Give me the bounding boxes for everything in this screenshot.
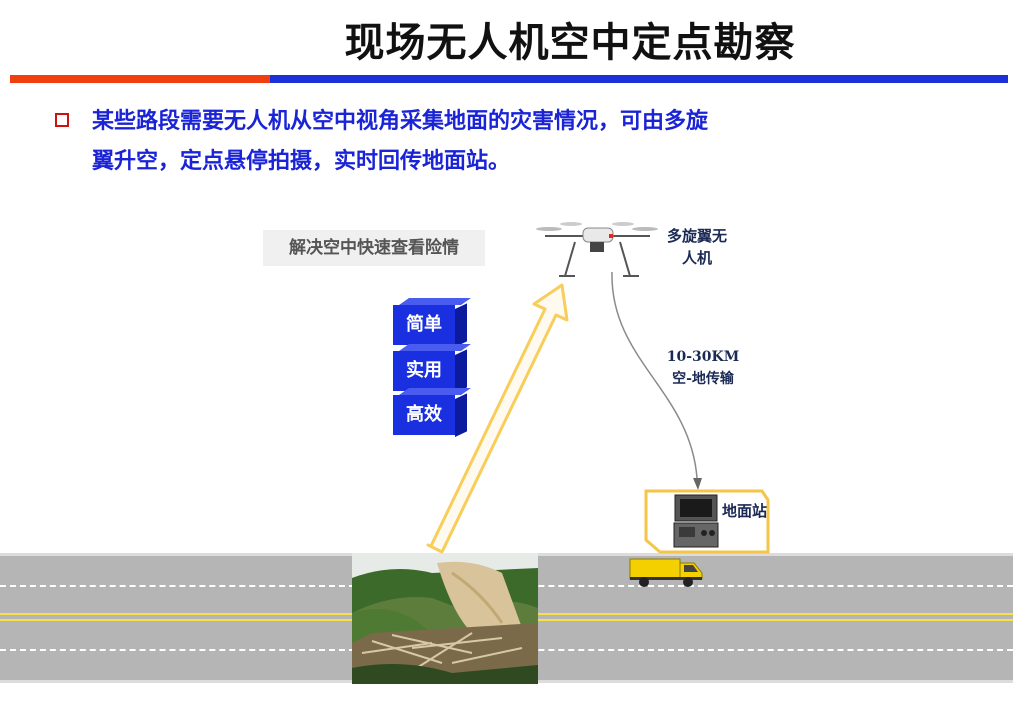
block-efficient: 高效 — [393, 395, 455, 435]
block-practical: 实用 — [393, 351, 455, 391]
drone-label: 多旋翼无 人机 — [657, 225, 737, 269]
bullet-text: 某些路段需要无人机从空中视角采集地面的灾害情况，可由多旋 翼升空，定点悬停拍摄，… — [92, 102, 842, 182]
bullet-checkbox-icon — [55, 113, 69, 127]
ground-station-label: 地面站 — [722, 502, 768, 520]
truck-icon — [629, 558, 703, 587]
drone-icon — [536, 222, 658, 277]
drone-label-line1: 多旋翼无 — [666, 227, 727, 245]
link-type: 空-地传输 — [672, 371, 734, 387]
link-curve — [611, 271, 698, 479]
upward-arrow — [426, 283, 569, 554]
station-frame — [644, 489, 770, 554]
title-underline-blue — [270, 75, 1008, 83]
link-label: 10-30KM 空-地传输 — [648, 346, 758, 390]
solution-tag: 解决空中快速查看险情 — [263, 230, 485, 266]
landslide-photo — [352, 553, 538, 684]
ground-station-icon — [673, 494, 719, 548]
link-arrowhead — [693, 478, 702, 490]
bullet-line-2: 翼升空，定点悬停拍摄，实时回传地面站。 — [92, 149, 511, 174]
link-distance: 10-30KM — [666, 349, 740, 365]
title-underline-red — [10, 75, 270, 83]
drone-label-line2: 人机 — [681, 249, 712, 267]
page-title: 现场无人机空中定点勘察 — [344, 20, 796, 66]
bullet-line-1: 某些路段需要无人机从空中视角采集地面的灾害情况，可由多旋 — [92, 109, 709, 134]
block-simple: 简单 — [393, 305, 455, 345]
